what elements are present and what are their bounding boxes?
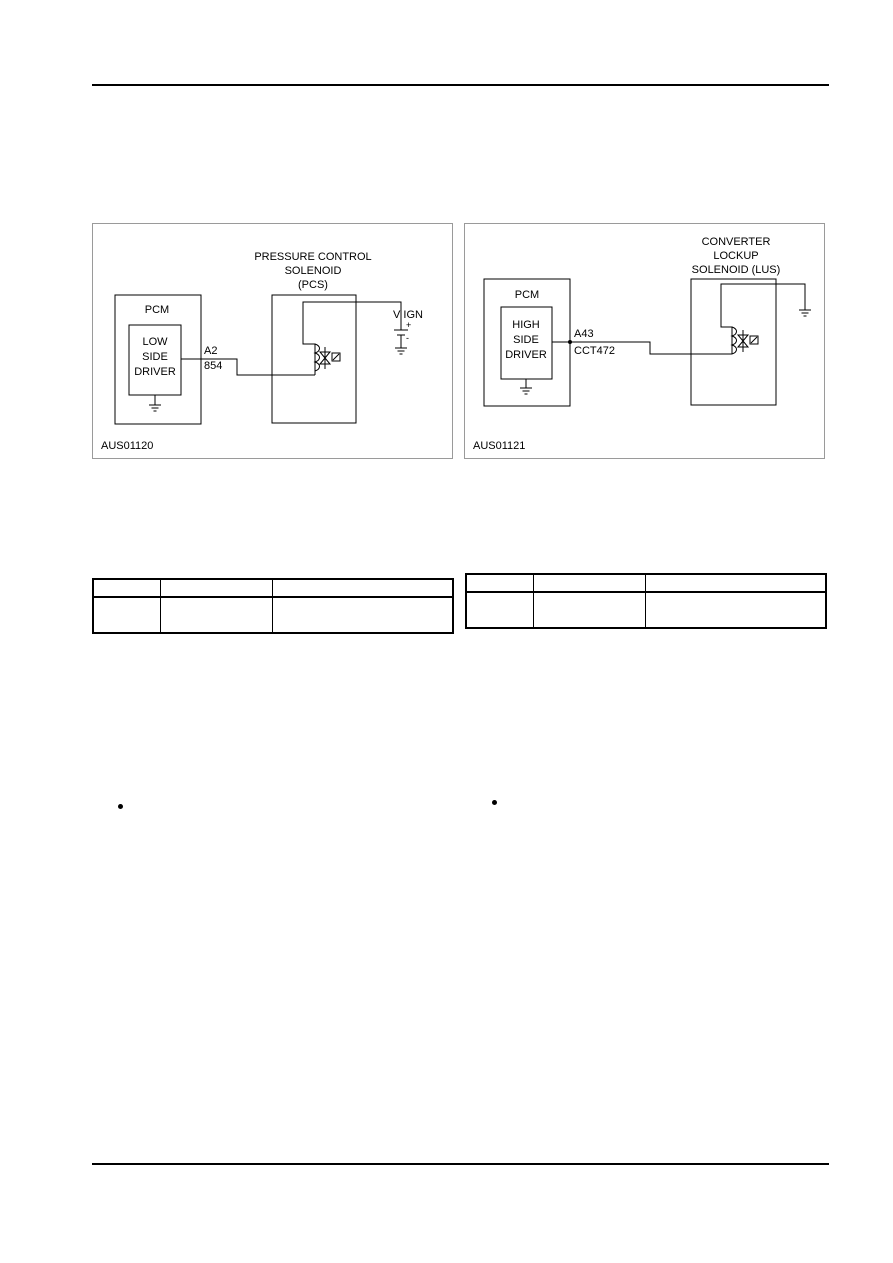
solenoid-ground-symbol [799,306,811,317]
signal-wire [181,358,315,376]
driver-line-1: HIGH [512,319,540,331]
bullet-point [118,804,123,809]
pcs-title-line-2: SOLENOID [285,265,342,277]
header-rule [92,84,829,86]
solenoid-valve-icon [318,347,341,369]
lus-title-line-2: LOCKUP [713,250,758,262]
lus-circuit-diagram: CONVERTER LOCKUP SOLENOID (LUS) PCM HIGH… [464,223,825,459]
table-cell [645,591,827,629]
pcs-pin-table [92,578,454,634]
table-cell [160,596,273,634]
table-cell [533,591,646,629]
pcm-label: PCM [145,304,169,316]
table-header-cell [533,573,646,593]
table-header-cell [160,578,273,598]
driver-ground-symbol [149,395,161,412]
table-cell [92,596,161,634]
solenoid-coil [313,343,320,372]
solenoid-valve-icon [736,330,759,352]
driver-line-3: DRIVER [505,349,547,361]
solenoid-housing [271,294,357,424]
table-header-row [92,578,454,598]
table-header-row [465,573,827,593]
lus-pin-table [465,573,827,629]
driver-line-2: SIDE [513,334,539,346]
table-cell [272,596,454,634]
pin-label: A43 [574,328,594,340]
lus-title-line-3: SOLENOID (LUS) [692,264,781,276]
lus-circuit-svg: CONVERTER LOCKUP SOLENOID (LUS) PCM HIGH… [473,236,811,452]
driver-line-1: LOW [142,336,168,348]
figure-id-label: AUS01121 [473,440,525,452]
pcm-label: PCM [515,289,539,301]
figure-id-label: AUS01120 [101,440,153,452]
circuit-label: CCT472 [574,345,615,357]
bullet-point [492,800,497,805]
table-row [92,596,454,634]
pcs-circuit-svg: PRESSURE CONTROL SOLENOID (PCS) PCM LOW … [101,251,423,452]
circuit-label: 854 [204,360,222,372]
lus-title-line-1: CONVERTER [702,236,771,248]
supply-label: V IGN [393,309,423,321]
pcs-circuit-diagram: PRESSURE CONTROL SOLENOID (PCS) PCM LOW … [92,223,453,459]
table-header-cell [92,578,161,598]
pcs-title-line-1: PRESSURE CONTROL [254,251,371,263]
driver-line-3: DRIVER [134,366,176,378]
driver-ground-symbol [520,379,532,395]
solenoid-housing [690,278,777,406]
table-row [465,591,827,629]
solenoid-coil [730,326,737,355]
battery-minus-sign: - [406,333,409,343]
solenoid-feed-wire [302,301,402,375]
driver-line-2: SIDE [142,351,168,363]
table-cell [465,591,534,629]
table-header-cell [645,573,827,593]
pin-label: A2 [204,345,217,357]
solenoid-ground-wire [720,283,806,354]
battery-symbol [394,320,408,355]
battery-plus-sign: + [406,320,411,330]
pcs-title-line-3: (PCS) [298,279,328,291]
footer-rule [92,1163,829,1165]
table-header-cell [465,573,534,593]
table-header-cell [272,578,454,598]
